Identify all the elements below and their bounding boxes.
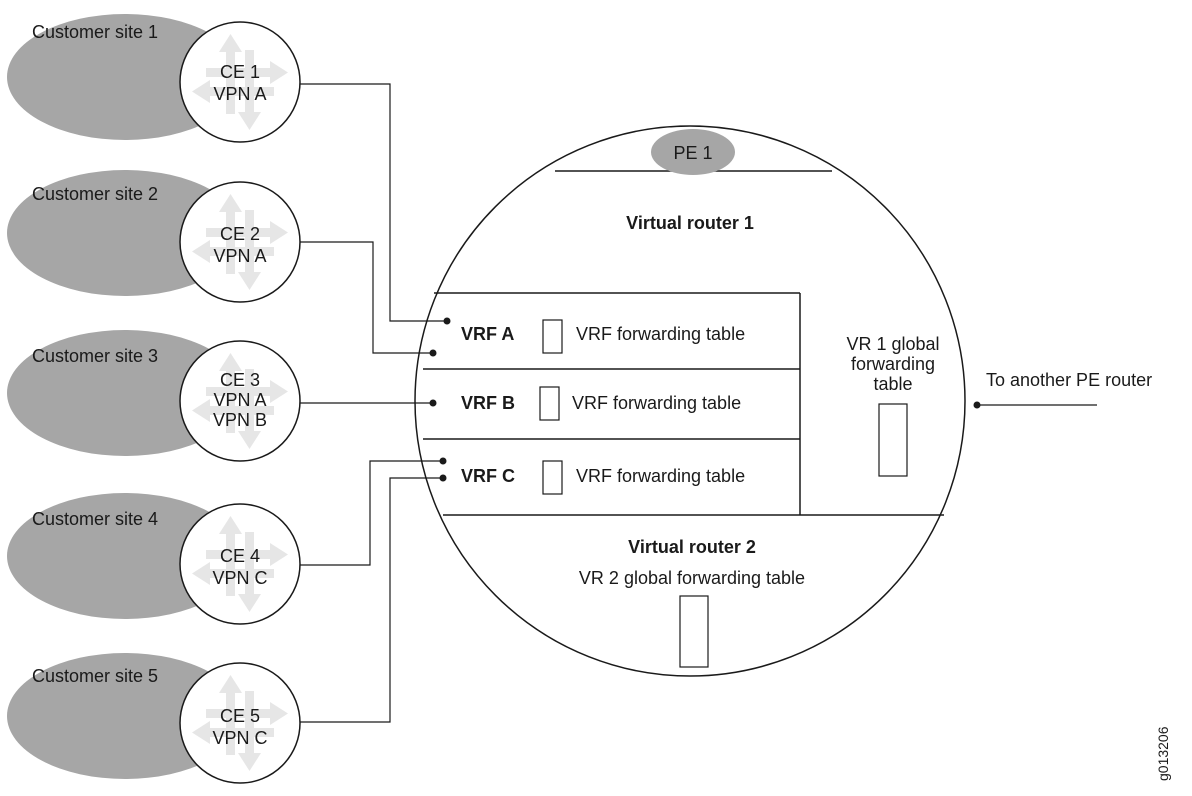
vrf-c-table-icon [542, 460, 563, 495]
ce-2-label: CE 2 [220, 224, 260, 244]
site-3-label: Customer site 3 [32, 346, 158, 366]
ce-2-vpn-a: VPN A [213, 246, 266, 266]
vrf-b-label: VRF B [461, 393, 515, 413]
port-vrf-a-1 [443, 317, 451, 325]
ce-4-label: CE 4 [220, 546, 260, 566]
port-vrf-b [429, 399, 437, 407]
ce-5-label: CE 5 [220, 706, 260, 726]
site-1-label: Customer site 1 [32, 22, 158, 42]
customer-site-5: Customer site 5 CE 5 VPN C [7, 653, 301, 784]
site-5-ellipse [7, 653, 243, 779]
vrf-c-table-label: VRF forwarding table [576, 466, 745, 486]
port-vrf-c-1 [439, 457, 447, 465]
customer-site-1: Customer site 1 CE 1 VPN A [7, 14, 301, 143]
vr1-global-table-line2: forwarding [851, 354, 935, 374]
vrf-a-table-icon [542, 319, 563, 354]
vrf-b-row: VRF B VRF forwarding table [461, 386, 741, 421]
ce-3-vpn-a: VPN A [213, 390, 266, 410]
ce-5-vpn-c: VPN C [212, 728, 267, 748]
vr2-global-table-label: VR 2 global forwarding table [579, 568, 805, 588]
vr1-global-table-line3: table [873, 374, 912, 394]
ce-4-vpn-c: VPN C [212, 568, 267, 588]
customer-site-4: Customer site 4 CE 4 VPN C [7, 493, 301, 625]
vr2-global-table-icon [679, 595, 709, 668]
vrf-a-table-label: VRF forwarding table [576, 324, 745, 344]
ce-5-router [179, 662, 301, 784]
vr2-title: Virtual router 2 [628, 537, 756, 557]
link-ce2-vrf-a [300, 241, 432, 354]
port-vrf-a-2 [429, 349, 437, 357]
ce-3-router [179, 340, 301, 462]
vrf-c-row: VRF C VRF forwarding table [461, 460, 745, 495]
pe-router: PE 1 Virtual router 1 VRF A VRF forwardi… [414, 125, 966, 677]
ce-1-router [179, 21, 301, 143]
ce-1-vpn-a: VPN A [213, 84, 266, 104]
vr1-global-table-line1: VR 1 global [846, 334, 939, 354]
ce-3-vpn-b: VPN B [213, 410, 267, 430]
site-1-ellipse [7, 14, 243, 140]
site-5-label: Customer site 5 [32, 666, 158, 686]
figure-id: g013206 [1155, 726, 1171, 781]
customer-site-3: Customer site 3 CE 3 VPN A VPN B [7, 330, 301, 462]
vrf-a-row: VRF A VRF forwarding table [461, 319, 745, 354]
uplink-label: To another PE router [986, 370, 1152, 390]
vrf-a-label: VRF A [461, 324, 514, 344]
site-4-label: Customer site 4 [32, 509, 158, 529]
port-uplink [973, 401, 981, 409]
link-ce5-vrf-c [300, 477, 442, 723]
ce-3-label: CE 3 [220, 370, 260, 390]
vr1-global-table-icon [878, 403, 908, 477]
ce-1-label: CE 1 [220, 62, 260, 82]
connections [300, 83, 1097, 723]
vrf-c-label: VRF C [461, 466, 515, 486]
port-vrf-c-2 [439, 474, 447, 482]
pe-label-badge [651, 129, 735, 175]
customer-site-2: Customer site 2 CE 2 VPN A [7, 170, 301, 303]
vr1-title: Virtual router 1 [626, 213, 754, 233]
vrf-b-table-icon [539, 386, 560, 421]
site-2-label: Customer site 2 [32, 184, 158, 204]
connection-points [429, 317, 981, 482]
link-ce1-vrf-a [300, 83, 445, 322]
pe-router-circle [414, 125, 966, 677]
link-ce4-vrf-c [300, 460, 442, 566]
ce-4-router [179, 503, 301, 625]
pe-label: PE 1 [673, 143, 712, 163]
vrf-b-table-label: VRF forwarding table [572, 393, 741, 413]
